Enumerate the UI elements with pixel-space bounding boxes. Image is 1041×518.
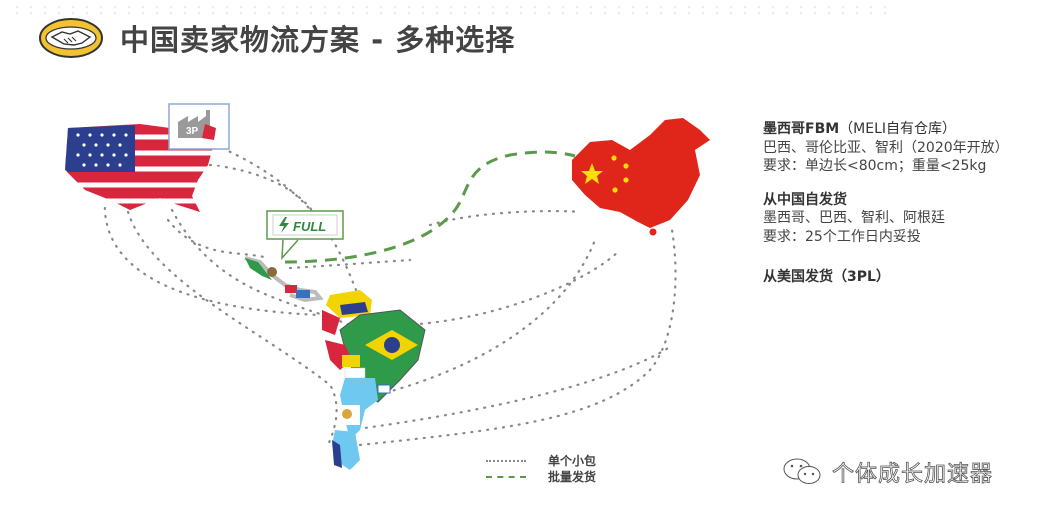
legend-item-single-parcel: 单个小包 [486, 453, 596, 469]
page-title: 中国卖家物流方案 - 多种选择 [120, 23, 516, 57]
watermark: 个体成长加速器 [782, 456, 993, 488]
3pl-warehouse-badge: 3P [168, 103, 230, 150]
bulk-shipping-route [284, 150, 576, 264]
info-block-ship-from-china: 从中国自发货 墨西哥、巴西、智利、阿根廷 要求：25个工作日内妥投 [763, 191, 1009, 247]
latam-flags-map [244, 256, 426, 470]
legend-label: 批量发货 [548, 470, 597, 484]
full-label: FULL [293, 219, 326, 234]
wechat-icon [783, 458, 821, 484]
china-flag-map [572, 118, 710, 236]
watermark-text: 个体成长加速器 [832, 462, 994, 488]
info-block-mexico-fbm: 墨西哥FBM（MELI自有仓库） 巴西、哥伦比亚、智利（2020年开放） 要求：… [763, 120, 1009, 176]
full-fulfillment-badge: FULL [266, 210, 344, 261]
handshake-logo-icon [39, 18, 103, 58]
legend-label: 单个小包 [548, 454, 597, 468]
info-line: 要求：25个工作日内妥投 [763, 228, 921, 245]
info-block-ship-from-usa: 从美国发货（3PL） [763, 268, 1009, 287]
header: 中国卖家物流方案 - 多种选择 [38, 14, 515, 62]
info-panel: 墨西哥FBM（MELI自有仓库） 巴西、哥伦比亚、智利（2020年开放） 要求：… [763, 120, 1009, 302]
info-heading: 从中国自发货 [763, 191, 847, 208]
info-line: 要求：单边长<80cm；重量<25kg [763, 158, 987, 174]
dashed-line-swatch [486, 476, 526, 478]
info-heading: 从美国发货（3PL） [763, 269, 890, 285]
info-heading-sub: （MELI自有仓库） [839, 121, 957, 137]
legend: 单个小包 批量发货 [486, 453, 596, 485]
dotted-line-swatch [486, 460, 526, 462]
3pl-label: 3P [186, 126, 199, 137]
info-heading: 墨西哥FBM [763, 121, 840, 137]
single-parcel-routes [103, 143, 677, 447]
lightning-icon [279, 217, 289, 233]
decorative-dot-band [10, 4, 890, 16]
info-line: 墨西哥、巴西、智利、阿根廷 [763, 210, 945, 226]
legend-item-bulk-shipping: 批量发货 [486, 469, 596, 485]
info-line: 巴西、哥伦比亚、智利（2020年开放） [763, 139, 1009, 156]
